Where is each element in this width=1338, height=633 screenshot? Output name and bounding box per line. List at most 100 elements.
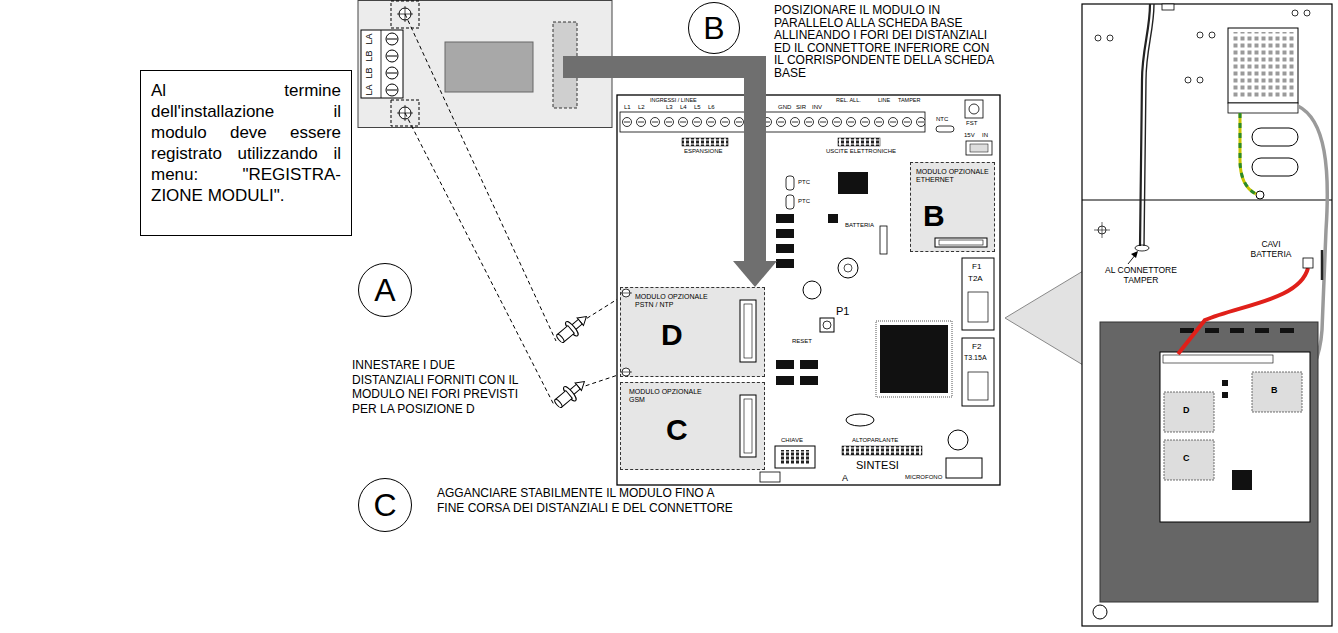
board-label: F2	[972, 342, 981, 351]
leader-line	[405, 14, 624, 405]
board-label: IN	[982, 132, 988, 139]
enclosure-drawing	[1162, 4, 1174, 10]
base-board	[935, 238, 987, 247]
enclosure-drawing	[1164, 392, 1214, 432]
enclosure-drawing	[1185, 77, 1191, 83]
terminal-label: LB	[361, 48, 377, 64]
base-board	[876, 321, 952, 397]
base-board	[838, 172, 868, 194]
enclosure-drawing	[1160, 352, 1310, 522]
base-board	[962, 338, 994, 406]
enclosure-drawing	[1107, 35, 1113, 41]
enclosure-drawing	[1280, 328, 1294, 333]
enclosure-drawing	[1255, 328, 1269, 333]
base-board	[962, 258, 994, 330]
base-board	[740, 300, 756, 362]
base-board	[946, 458, 982, 478]
base-board	[968, 292, 988, 322]
module-drawing	[386, 67, 398, 79]
base-board	[776, 244, 794, 253]
board-label: P1	[836, 305, 849, 318]
board-label: USCITE ELETTRONICHE	[826, 148, 896, 155]
base-board	[620, 382, 765, 470]
module-drawing	[387, 90, 397, 91]
module-drawing	[358, 1, 613, 128]
board-label: ALTOPARLANTE	[852, 437, 898, 444]
base-board	[880, 226, 887, 254]
board-label: SINTESI	[856, 459, 899, 472]
board-label: L4	[680, 104, 687, 111]
base-board	[844, 264, 852, 272]
leader-line	[405, 14, 556, 341]
base-board	[842, 446, 922, 455]
enclosure-drawing	[1256, 191, 1264, 199]
module-board: LALBLBLA	[358, 0, 612, 128]
base-board	[779, 450, 811, 464]
board-label: SIR	[796, 104, 806, 111]
step-circle: C	[358, 478, 412, 532]
module-drawing	[358, 1, 612, 128]
spacer-part	[556, 333, 565, 343]
board-label: TAMPER	[898, 97, 921, 103]
base-board	[910, 162, 995, 252]
board-label: NTC	[936, 116, 948, 123]
base-board	[776, 229, 794, 238]
board-label: C	[1183, 453, 1190, 463]
note-box: Al termine dell'installazione il modulo …	[140, 70, 352, 236]
step-letter: B	[703, 12, 724, 44]
module-drawing	[386, 33, 398, 45]
module-drawing	[387, 56, 397, 57]
base-board	[740, 395, 756, 457]
enclosure-drawing	[1209, 32, 1215, 38]
base-board	[948, 430, 968, 450]
board-label: PTC	[798, 179, 810, 186]
base-board	[965, 100, 983, 118]
spacer-part	[551, 375, 590, 412]
base-board	[828, 214, 838, 223]
base-board	[823, 321, 831, 329]
enclosure-drawing	[1102, 222, 1103, 238]
board-label: INV	[812, 104, 822, 111]
board-label: MICROFONO	[905, 474, 942, 481]
step-letter: C	[373, 489, 396, 521]
base-board	[800, 376, 818, 385]
callout-label: CAVI BATTERIA	[1244, 240, 1298, 260]
board-label: REL. ALL.	[836, 97, 861, 103]
terminal-label: LB	[361, 65, 377, 81]
base-board	[970, 144, 988, 152]
module-slot: MODULO OPZIONALE ETHERNETB	[910, 162, 995, 252]
base-board	[786, 195, 794, 209]
enclosure-drawing	[1144, 4, 1154, 246]
base-board	[846, 414, 874, 426]
base-board	[803, 281, 821, 299]
module-drawing	[387, 39, 397, 40]
terminal-label: LA	[361, 82, 377, 98]
base-board	[682, 138, 728, 146]
board-label: T3.15A	[964, 354, 987, 362]
base-board	[620, 293, 632, 294]
board-label: A	[842, 473, 848, 483]
board-label: ESPANSIONE	[684, 148, 723, 155]
board-label: T2A	[968, 274, 983, 283]
base-board	[776, 376, 794, 385]
board-label: L6	[708, 104, 715, 111]
base-board	[776, 214, 794, 223]
base-board	[800, 360, 818, 369]
module-drawing	[361, 30, 403, 98]
module-drawing	[563, 56, 613, 78]
instruction-text: POSIZIONARE IL MODULO IN PARALLELO ALLA …	[774, 4, 1000, 80]
terminal-label: LA	[361, 31, 377, 47]
base-board	[838, 258, 858, 278]
spacer-part	[553, 310, 592, 347]
enclosure-drawing	[1180, 328, 1194, 333]
board-label: INGRESSI / LINEE	[650, 97, 697, 103]
board-label: PTC	[798, 198, 810, 205]
enclosure-drawing	[1163, 355, 1273, 363]
module-drawing	[386, 50, 398, 62]
step-circle: B	[688, 2, 740, 54]
module-arrow	[612, 67, 777, 287]
board-label: 15V	[964, 132, 975, 139]
enclosure-drawing	[1240, 113, 1256, 194]
enclosure-drawing	[1228, 103, 1298, 113]
